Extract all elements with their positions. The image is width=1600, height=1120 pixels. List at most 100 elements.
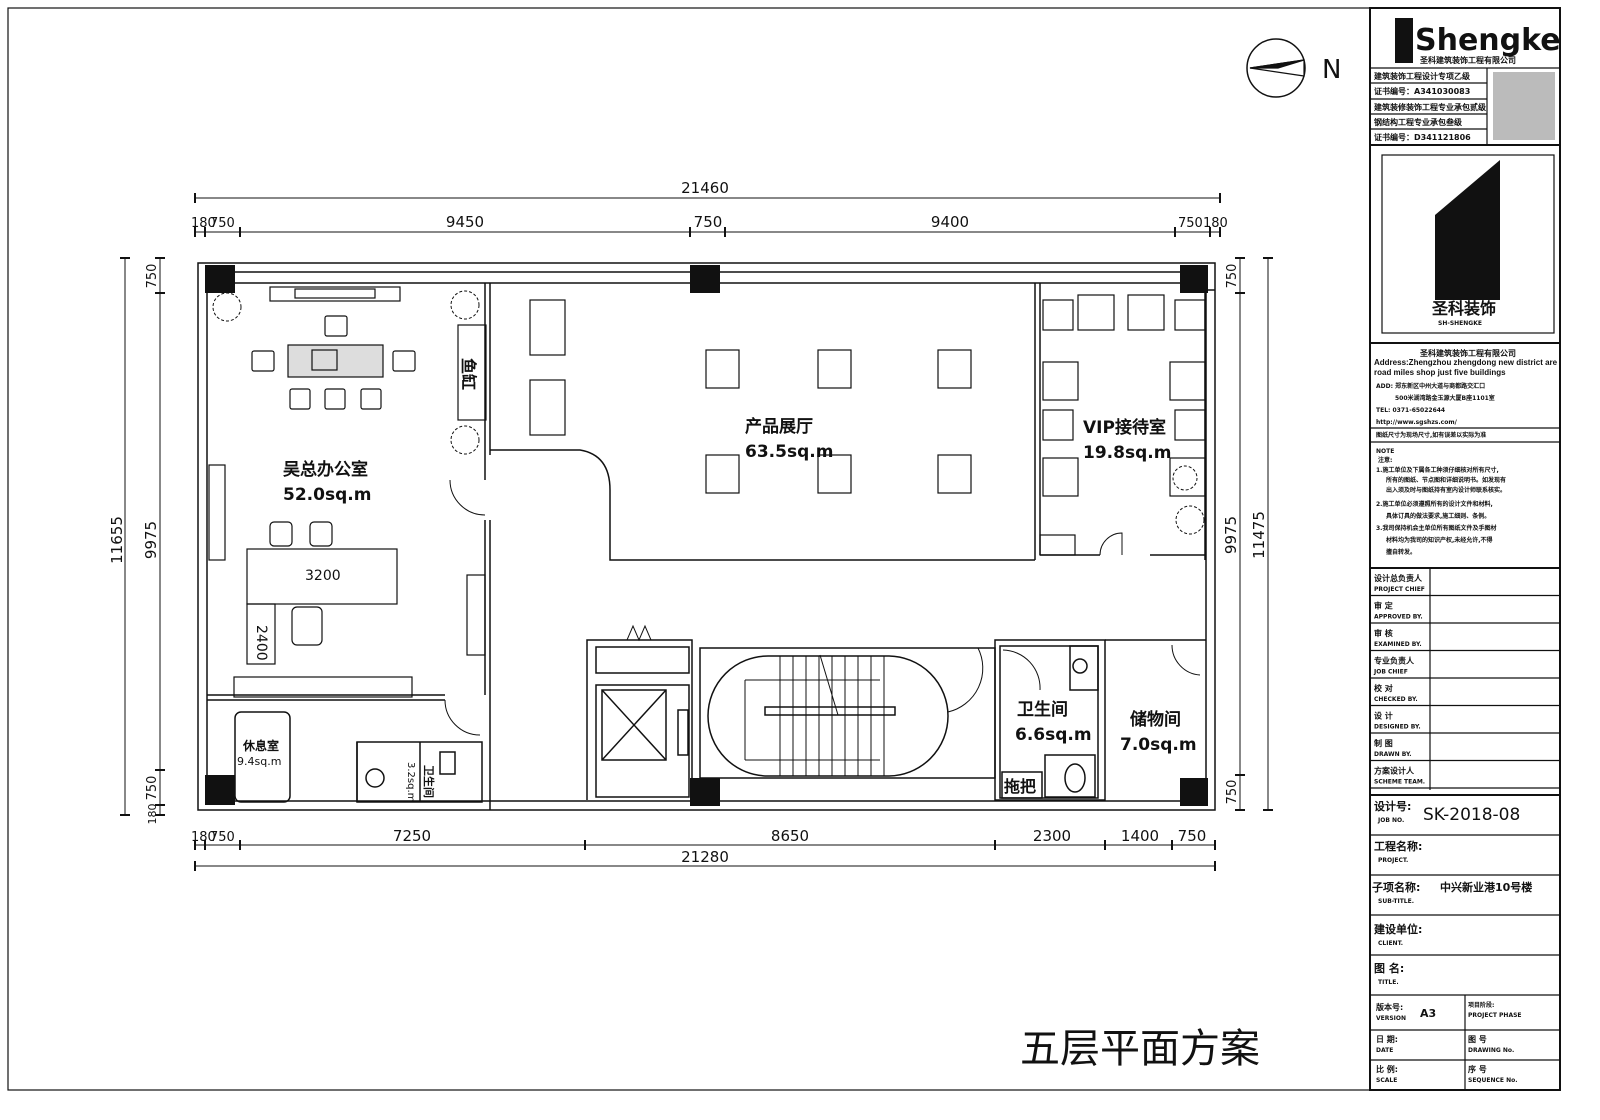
license-line: 建筑装修装饰工程专业承包贰级 <box>1373 102 1487 112</box>
desk-depth-label: 2400 <box>253 625 269 661</box>
room-area: 3.2sq.m <box>405 762 416 802</box>
sign-row-label: 审 定 <box>1374 601 1393 611</box>
scale-en: SCALE <box>1376 1077 1397 1084</box>
company-address-cn2: 500米湖湾路金玉源大厦B座1101室 <box>1395 394 1495 402</box>
company-address-en-box: Address:Zhengzhou zhengdong new district… <box>1374 358 1558 377</box>
company-name: 圣科建筑装饰工程有限公司 <box>1419 348 1516 358</box>
note-line: 出入须及时与图纸持有室内设计师联系核实。 <box>1386 486 1506 494</box>
subtitle-value: 中兴新业港10号楼 <box>1440 880 1532 894</box>
note-line: 所有的图纸、节点图和详细说明书。如发现有 <box>1386 476 1506 484</box>
dim-top-seg: 9400 <box>931 213 969 231</box>
version-label: 版本号: <box>1375 1002 1403 1012</box>
license-line: 建筑装饰工程设计专项乙级 <box>1373 71 1471 81</box>
brand-en: SH-SHENGKE <box>1438 320 1482 327</box>
date-en: DATE <box>1376 1047 1393 1054</box>
north-label: N <box>1322 55 1341 85</box>
dim-left-top: 750 <box>145 264 160 289</box>
note-line: 2.施工单位必须遵照所有的设计文件和材料, <box>1376 500 1493 508</box>
dim-right-inner: 9975 <box>1222 516 1240 554</box>
sequence-en: SEQUENCE No. <box>1468 1077 1518 1084</box>
note-line: 材料均为我司的知识产权,未经允许,不得 <box>1385 536 1493 544</box>
dim-left-outer: 11655 <box>108 516 126 564</box>
company-address-cn: ADD: 郑东新区中州大道与商都路交汇口 <box>1376 382 1485 390</box>
sign-row-label: 方案设计人 <box>1374 766 1415 776</box>
mop-label: 拖把 <box>1004 777 1036 796</box>
room-label: 储物间 <box>1130 709 1181 730</box>
title-en: TITLE. <box>1378 979 1399 986</box>
dim-left-bottom2: 180 <box>146 804 159 825</box>
project-label: 工程名称: <box>1374 839 1422 853</box>
sign-row-label: 专业负责人 <box>1374 656 1415 666</box>
project-en: PROJECT. <box>1378 857 1408 864</box>
brand-logo-icon <box>1435 160 1500 300</box>
title-block: Shengke 圣科建筑装饰工程有限公司 建筑装饰工程设计专项乙级 证书编号：A… <box>1370 18 1561 1090</box>
dim-right-bottom: 750 <box>1225 780 1240 805</box>
room-label: 卫生间 <box>1017 699 1068 720</box>
sign-row-label: 审 核 <box>1374 628 1393 638</box>
room-area: 7.0sq.m <box>1120 735 1197 755</box>
subtitle-label: 子项名称: <box>1372 880 1420 894</box>
room-area: 52.0sq.m <box>283 485 371 505</box>
note-line: 具体订具的做法要求,施工细则、条例。 <box>1385 512 1490 520</box>
room-area: 19.8sq.m <box>1083 443 1171 463</box>
room-label: VIP接待室 <box>1083 417 1166 438</box>
sign-row-label-en: PROJECT CHIEF <box>1374 586 1425 593</box>
dimension-lines <box>120 193 1273 871</box>
notes-heading: NOTE <box>1376 448 1394 455</box>
company-web: http://www.sgshzs.com/ <box>1376 419 1458 426</box>
sheet-border <box>7 7 1561 1091</box>
room-area: 6.6sq.m <box>1015 725 1092 745</box>
dim-top-seg: 180 <box>191 216 216 231</box>
dim-bottom-seg: 750 <box>210 830 235 845</box>
dim-left-inner: 9975 <box>142 521 160 559</box>
subtitle-en: SUB-TITLE. <box>1378 898 1414 905</box>
title-label: 图 名: <box>1374 961 1404 975</box>
sign-row-label-en: CHECKED BY. <box>1374 696 1418 703</box>
sign-row-label: 校 对 <box>1374 683 1393 693</box>
drawing-no-label: 图 号 <box>1468 1035 1487 1044</box>
dim-top-seg: 9450 <box>446 213 484 231</box>
room-area: 9.4sq.m <box>237 755 281 768</box>
room-label: 卫生间 <box>422 765 436 798</box>
note-line: 1.施工单位及下属各工种须仔细核对所有尺寸, <box>1376 466 1499 474</box>
dim-bottom-total: 21280 <box>681 848 729 866</box>
notes-subheading: 注意: <box>1378 456 1392 464</box>
version-value: A3 <box>1420 1007 1436 1020</box>
dim-bottom-seg: 8650 <box>771 827 809 845</box>
job-no-label: 设计号: <box>1374 799 1411 813</box>
note-line: 擅自转发。 <box>1386 548 1416 556</box>
sign-row-label-en: JOB CHIEF <box>1373 669 1408 676</box>
dim-right-top: 750 <box>1225 264 1240 289</box>
phase-en: PROJECT PHASE <box>1468 1012 1522 1019</box>
job-no-en: JOB NO. <box>1377 817 1404 824</box>
job-number: SK-2018-08 <box>1423 805 1520 825</box>
dim-left-bottom: 750 <box>145 776 160 801</box>
client-en: CLIENT. <box>1378 940 1403 947</box>
drawing-no-en: DRAWING No. <box>1468 1047 1514 1054</box>
brand-name: 圣科装饰 <box>1431 299 1496 318</box>
license-line: 钢结构工程专业承包叁级 <box>1374 117 1463 127</box>
qr-code-icon <box>1493 72 1555 140</box>
desk-width-label: 3200 <box>305 568 341 584</box>
dim-bottom-seg: 7250 <box>393 827 431 845</box>
room-label: 休息室 <box>242 738 279 753</box>
company-logo-icon <box>1395 18 1413 63</box>
dim-top-seg: 750 <box>694 213 723 231</box>
sign-row-label-en: EXAMINED BY. <box>1374 641 1422 648</box>
dim-top-seg: 750 <box>210 216 235 231</box>
logo-text: Shengke <box>1415 23 1561 58</box>
sign-row-label: 设计总负责人 <box>1374 573 1423 583</box>
structural-columns <box>205 265 1208 806</box>
note-line: 3.我司保持机会主单位所有图纸文件及手图材 <box>1376 524 1496 532</box>
logo-subtitle: 圣科建筑装饰工程有限公司 <box>1419 55 1516 65</box>
phase-label: 项目阶段: <box>1468 1001 1494 1009</box>
company-address-en: Address:Zhengzhou zhengdong new district… <box>1374 358 1558 377</box>
north-compass-icon <box>1246 38 1306 98</box>
license-line: 证书编号：A341030083 <box>1374 86 1470 96</box>
dim-right-outer: 11475 <box>1250 511 1268 559</box>
scale-label: 比 例: <box>1376 1064 1398 1074</box>
room-area: 63.5sq.m <box>745 442 833 462</box>
room-label: 吴总办公室 <box>283 459 368 480</box>
fish-tank-label: 鱼缸 <box>459 358 478 390</box>
